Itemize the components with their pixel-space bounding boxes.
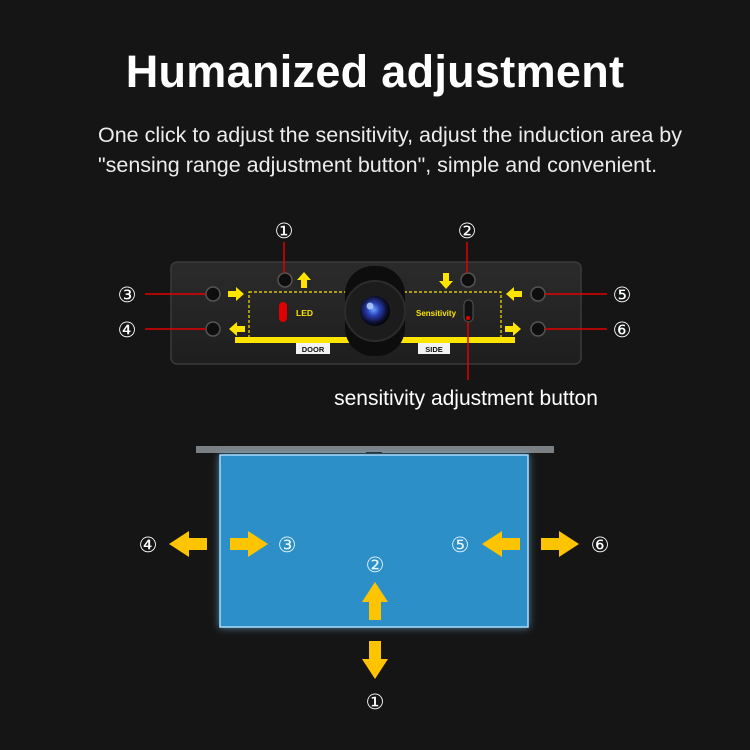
page-title: Humanized adjustment bbox=[125, 46, 625, 97]
device-button-2[interactable] bbox=[460, 272, 476, 288]
camera-lens-icon bbox=[360, 296, 390, 326]
zone-marker-3: ③ bbox=[278, 533, 297, 557]
sensitivity-label: Sensitivity bbox=[416, 309, 457, 318]
marker-1-label: ① bbox=[275, 219, 294, 243]
zone-marker-4: ④ bbox=[139, 533, 158, 557]
device-button-3[interactable] bbox=[205, 286, 221, 302]
zone-arrow-left-4 bbox=[169, 531, 207, 557]
device-button-5[interactable] bbox=[530, 286, 546, 302]
led-indicator bbox=[279, 302, 287, 322]
callout-lines bbox=[145, 242, 607, 380]
zone-marker-5: ⑤ bbox=[451, 533, 470, 557]
marker-6-label: ⑥ bbox=[613, 318, 632, 342]
zone-marker-1: ① bbox=[366, 690, 385, 714]
side-label: SIDE bbox=[425, 345, 443, 354]
zone-arrow-down-1 bbox=[362, 641, 388, 679]
device-button-4[interactable] bbox=[205, 321, 221, 337]
door-header-bar bbox=[196, 446, 554, 453]
zone-marker-6: ⑥ bbox=[591, 533, 610, 557]
sensing-zone-diagram: ④ ③ ⑤ ⑥ ② ① bbox=[139, 446, 610, 714]
device-button-6[interactable] bbox=[530, 321, 546, 337]
marker-3-label: ③ bbox=[118, 283, 137, 307]
button-caption: sensitivity adjustment button bbox=[334, 387, 598, 410]
sensor-device: DOOR SIDE LED Sensitivity bbox=[118, 219, 632, 410]
description-text: One click to adjust the sensitivity, adj… bbox=[98, 123, 682, 177]
marker-4-label: ④ bbox=[118, 318, 137, 342]
led-label: LED bbox=[296, 308, 313, 318]
marker-5-label: ⑤ bbox=[613, 283, 632, 307]
marker-2-label: ② bbox=[458, 219, 477, 243]
door-label: DOOR bbox=[302, 345, 325, 354]
door-tag bbox=[296, 343, 330, 354]
side-tag bbox=[418, 343, 450, 354]
device-button-1[interactable] bbox=[277, 272, 293, 288]
zone-arrow-right-6 bbox=[541, 531, 579, 557]
zone-marker-2: ② bbox=[366, 553, 385, 577]
